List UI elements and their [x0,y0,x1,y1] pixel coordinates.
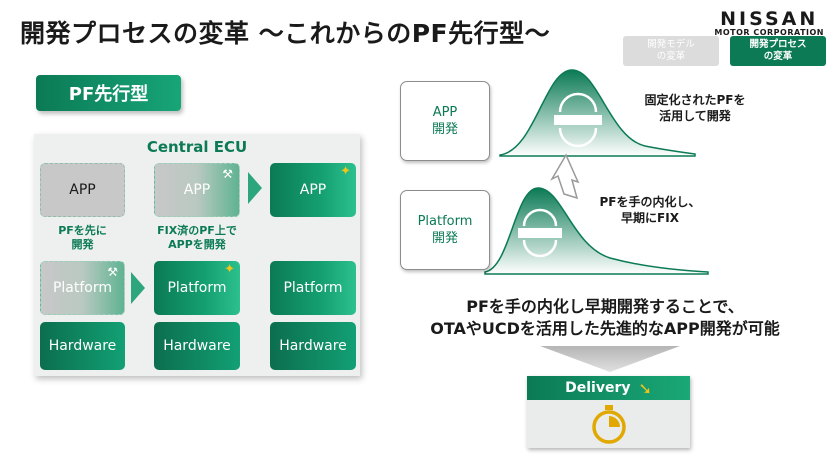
col1-platform-label: Platform [52,280,113,296]
platform-dev-box: Platform 開発 [400,190,490,270]
up-arrow-icon [550,153,580,200]
col1-hardware-box: Hardware [40,322,125,370]
platform-dev-line1: Platform [417,214,473,229]
col1-note-line1: PFを先に [58,224,107,237]
col2-app-box: APP ⚒ [154,163,240,217]
mid-annotation-line2: 早期にFIX [621,211,679,225]
top-annotation-line2: 活用して開発 [659,109,731,123]
tab-development-model-label: 開発モデル の変革 [647,39,695,62]
delivery-header: Delivery ➘ [527,376,690,400]
col3-platform-box: Platform [270,261,356,315]
nissan-emblem-icon [518,208,562,258]
col2-platform-label: Platform [167,280,227,296]
mid-annotation-line1: PFを手の内化し、 [599,195,701,209]
app-dev-line1: APP [432,105,458,120]
col2-note-line2: APPを開発 [168,238,226,251]
sparkle-icon: ✦ [340,164,351,179]
sparkle-icon: ✦ [224,262,235,277]
col3-platform-label: Platform [283,280,343,296]
logo-sub: MOTOR CORPORATION [714,28,824,37]
app-dev-line2: 開発 [431,122,458,137]
delivery-card: Delivery ➘ [527,376,690,448]
app-curve [499,69,696,157]
platform-dev-line2: 開発 [431,231,458,246]
pf-first-badge: PF先行型 [36,75,181,111]
down-arrow-icon [540,346,680,372]
col1-hardware-label: Hardware [48,338,117,354]
summary-text: PFを手の内化し早期開発することで、 OTAやUCDを活用した先進的なAPP開発… [370,296,840,340]
ecu-title: Central ECU [146,138,248,156]
app-dev-box: APP 開発 [400,81,490,161]
hammer-wrench-icon: ⚒ [107,265,118,279]
col3-hardware-box: Hardware [270,322,356,370]
arrow-right-icon [131,272,145,304]
col3-hardware-label: Hardware [279,338,347,354]
col2-note-line1: FIX済のPF上で [157,224,237,237]
delivery-label: Delivery [565,380,631,396]
arrow-right-icon: ➘ [638,378,652,398]
col1-note: PFを先に 開発 [40,224,125,252]
development-curves [484,69,709,275]
col1-note-line2: 開発 [71,238,94,251]
stopwatch-icon [592,405,626,444]
tab-development-process-label: 開発プロセス の変革 [749,39,807,62]
page-title: 開発プロセスの変革 〜これからのPF先行型〜 [20,19,551,48]
col1-app-box: APP [40,163,125,217]
top-annotation-line1: 固定化されたPFを [644,93,746,107]
col1-platform-box: Platform ⚒ [40,261,125,315]
arrow-right-icon [248,172,262,204]
col2-hardware-box: Hardware [154,322,240,370]
col2-app-label: APP [183,182,211,198]
summary-line1: PFを手の内化し早期開発することで、 [466,297,744,316]
col2-note: FIX済のPF上で APPを開発 [141,224,253,252]
summary-line2: OTAやUCDを活用した先進的なAPP開発が可能 [430,319,780,338]
tab-development-process[interactable]: 開発プロセス の変革 [730,36,826,66]
tab-development-model[interactable]: 開発モデル の変革 [623,36,719,66]
logo-name: NISSAN [720,8,819,30]
col1-app-label: APP [69,182,96,198]
col3-app-label: APP [299,182,327,198]
col2-hardware-label: Hardware [163,338,231,354]
top-annotation: 固定化されたPFを 活用して開発 [630,92,760,124]
mid-annotation: PFを手の内化し、 早期にFIX [585,194,715,226]
col3-app-box: APP ✦ [270,163,356,217]
nissan-emblem-icon [554,92,602,148]
col2-platform-box: Platform ✦ [154,261,240,315]
hammer-wrench-icon: ⚒ [222,167,233,181]
nissan-logo: NISSAN MOTOR CORPORATION [714,8,824,37]
